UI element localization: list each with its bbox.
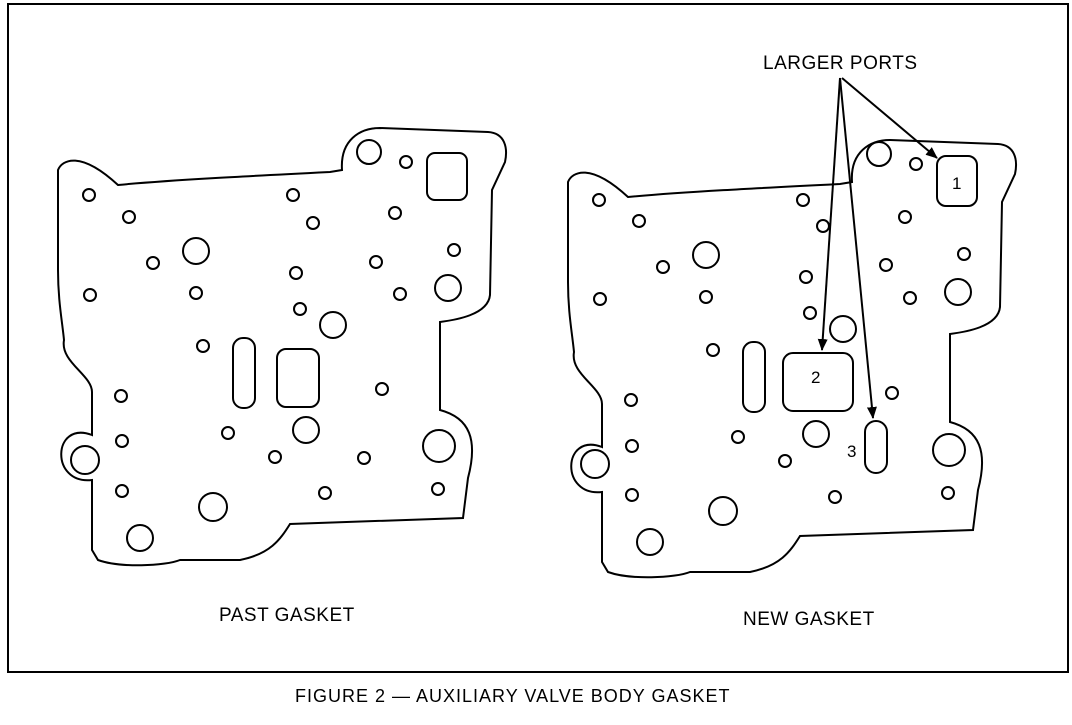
past-gasket [57,127,508,567]
larger-port-3 [864,420,888,474]
past-oblong-slot [232,337,256,409]
larger-ports-label: LARGER PORTS [763,53,918,74]
figure-border [7,3,1069,673]
new-gasket-label: NEW GASKET [743,609,875,630]
past-gasket-label: PAST GASKET [219,605,355,626]
new-gasket: 1 2 3 [567,77,1018,579]
port-number-2: 2 [811,368,820,387]
port-number-1: 1 [952,174,961,193]
past-port-slot [426,152,468,201]
larger-port-2 [782,352,854,412]
port-number-3: 3 [847,442,856,461]
leader-arrows [817,77,938,419]
larger-port-1 [936,155,978,207]
figure-caption: FIGURE 2 — AUXILIARY VALVE BODY GASKET [295,686,730,706]
past-center-port [276,348,320,408]
